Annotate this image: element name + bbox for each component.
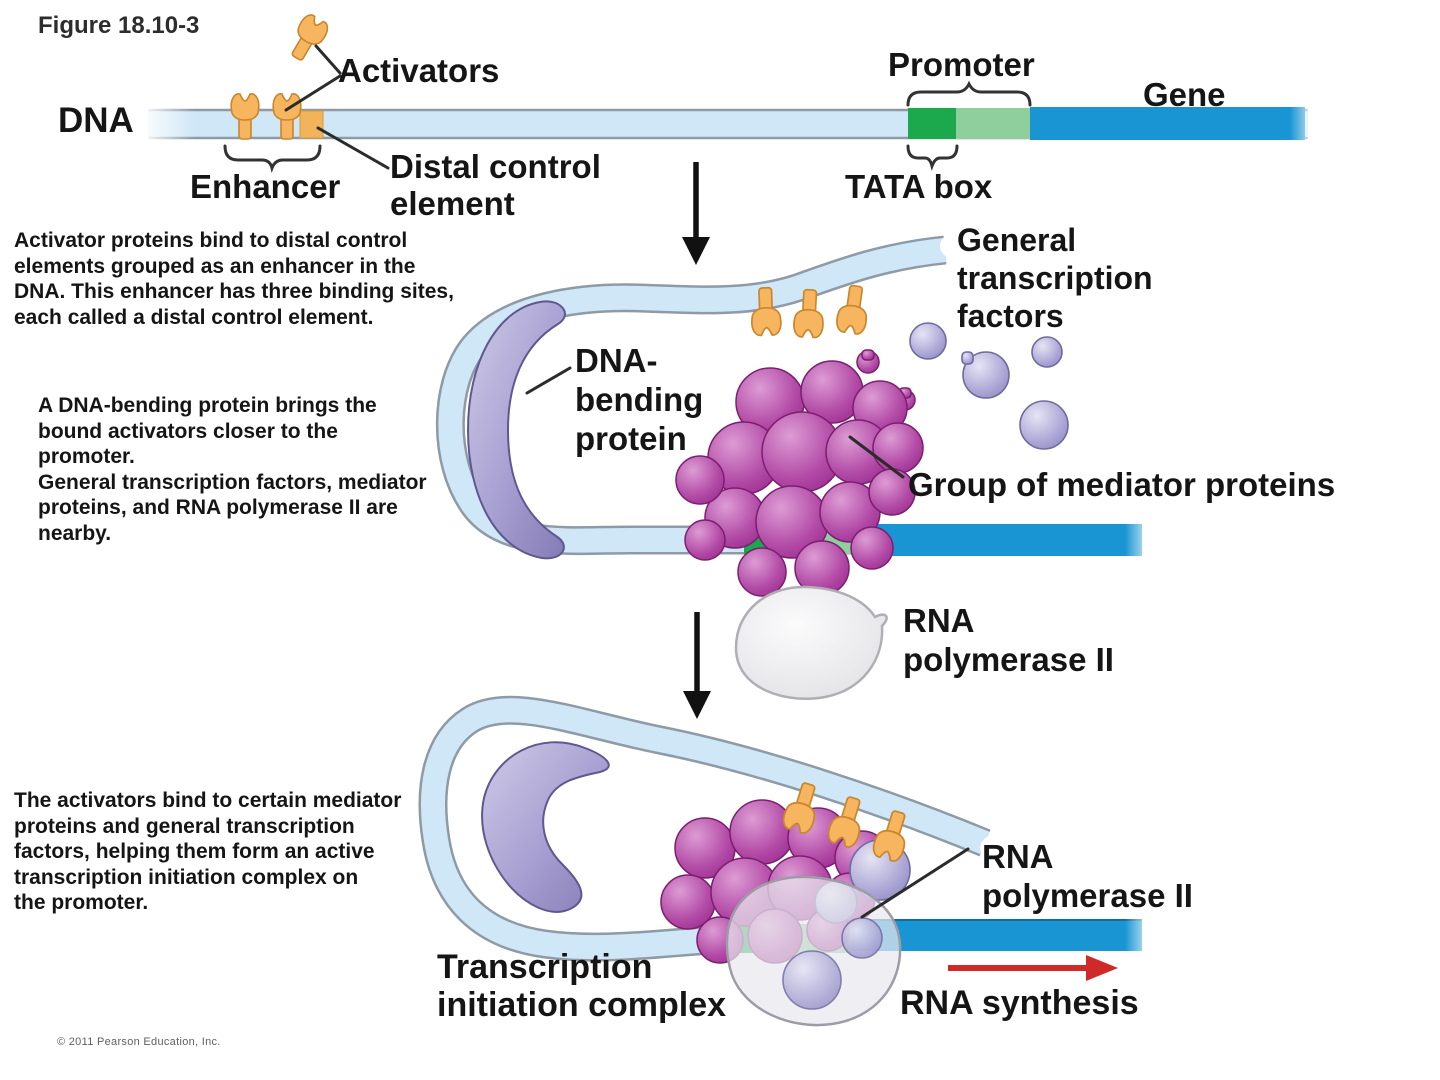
distal-control-element-site (299, 110, 324, 139)
rna-polymerase-shape (734, 585, 888, 700)
label-enhancer: Enhancer (190, 168, 341, 205)
arrow-down-icon (683, 612, 711, 719)
label-rna-synthesis: RNA synthesis (900, 984, 1139, 1022)
label-group-of-mediator-proteins: Group of mediator proteins (908, 466, 1336, 503)
strand-fade (140, 104, 195, 144)
pointer-line (860, 847, 970, 919)
label-dna-bending-protein: DNA- bending protein (575, 342, 704, 457)
strand-fade (1125, 915, 1155, 955)
label-general-transcription-factors: General transcription factors (957, 222, 1153, 334)
strand-fade (940, 232, 976, 260)
caption-dna-bending: A DNA-bending protein brings the bound a… (38, 394, 427, 546)
label-rna-polymerase-ii: RNA polymerase II (903, 602, 1114, 678)
caption-initiation-complex: The activators bind to certain mediator … (14, 789, 402, 915)
strand-fade (1125, 520, 1155, 560)
label-transcription-initiation-complex: Transcription initiation complex (437, 948, 727, 1025)
copyright-notice: © 2011 Pearson Education, Inc. (57, 1036, 221, 1048)
promoter-brace (906, 80, 1032, 107)
strand-fade (1290, 104, 1320, 144)
transcription-factor-sphere (782, 917, 883, 1010)
gene-segment (868, 524, 1142, 556)
label-rna-polymerase-ii-bottom: RNA polymerase II (982, 838, 1193, 914)
looped-dna-strand (418, 695, 991, 962)
dna-bending-protein-shape (466, 300, 566, 560)
dna-bending-protein-shape (481, 741, 610, 913)
gene-segment (852, 919, 1142, 951)
enhancer-brace (223, 144, 322, 174)
tata-box-segment (908, 108, 956, 139)
label-dna: DNA (58, 101, 134, 140)
label-activators: Activators (338, 52, 500, 89)
label-gene: Gene (1143, 76, 1226, 113)
activator-icon (835, 284, 870, 335)
gene-segment (1030, 107, 1305, 140)
label-promoter: Promoter (888, 46, 1035, 83)
pointer-line (525, 366, 905, 479)
caption-enhancer: Activator proteins bind to distal contro… (14, 229, 454, 329)
strand-fade (980, 834, 1016, 862)
transcription-factor-sphere (909, 322, 1069, 450)
tata-box-brace (906, 144, 959, 172)
label-distal-control-element: Distal control element (390, 148, 601, 223)
arrow-down-icon (682, 162, 710, 265)
pointer-line (284, 44, 390, 170)
figure-title: Figure 18.10-3 (38, 12, 200, 39)
rna-synthesis-arrow (948, 955, 1118, 981)
promoter-segment (956, 108, 1030, 139)
mediator-proteins-cluster (675, 349, 924, 597)
label-tata-box: TATA box (845, 168, 993, 205)
